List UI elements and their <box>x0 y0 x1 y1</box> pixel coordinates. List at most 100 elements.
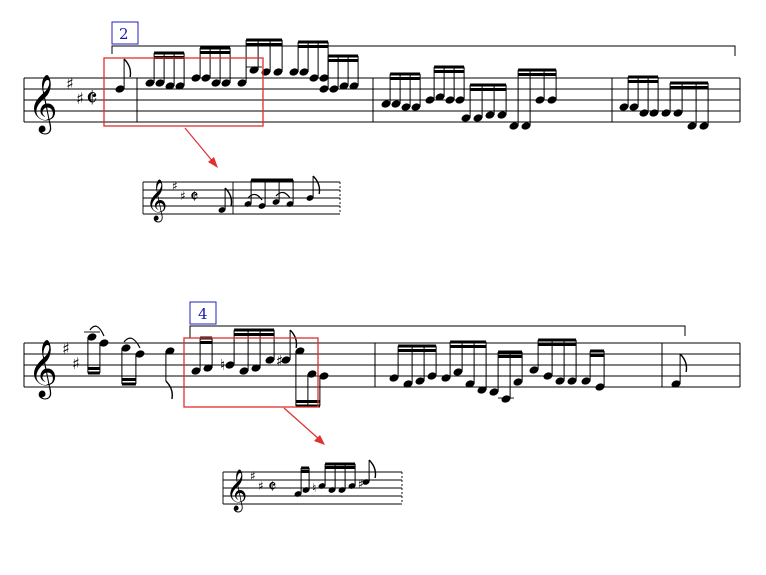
sharp-icon: ♯ <box>172 179 178 193</box>
note-head <box>403 380 413 388</box>
note-head <box>251 364 261 372</box>
note-head <box>145 79 155 87</box>
note-head <box>485 111 495 119</box>
note-head <box>121 344 131 352</box>
arrow-head-icon <box>208 157 218 168</box>
note-head <box>543 372 553 380</box>
excerpt-label: 2 <box>119 25 129 43</box>
inset-staff-1: 𝄞 ♯ ♯ 𝄵 <box>142 175 341 222</box>
highlight-arrow <box>184 127 215 164</box>
note-head <box>302 487 310 493</box>
note-flag <box>123 58 132 78</box>
phrase-bracket <box>111 45 736 56</box>
sharp-icon: ♯ <box>358 477 364 491</box>
note-head <box>135 350 145 358</box>
note-head <box>348 483 356 489</box>
note-head <box>319 372 329 380</box>
sharp-icon: ♯ <box>276 352 283 370</box>
barlines <box>23 78 741 122</box>
note-head <box>401 103 411 111</box>
note-head <box>175 82 185 90</box>
note-head <box>389 374 399 382</box>
note-head <box>319 85 329 93</box>
note-flag <box>679 353 688 373</box>
notes-system-2: ♮♯ <box>84 325 688 408</box>
note-head <box>191 367 201 375</box>
note-head <box>509 122 519 130</box>
excerpt-label: 4 <box>198 305 208 323</box>
sharp-icon: ♯ <box>258 479 264 493</box>
note-head <box>306 195 314 201</box>
highlight-box <box>183 337 319 408</box>
note-head <box>455 96 465 104</box>
note-head <box>328 487 336 493</box>
slur <box>123 337 141 349</box>
note-head <box>249 66 259 74</box>
inset-staff-lines <box>222 471 403 505</box>
note-head <box>319 74 329 82</box>
note-head <box>671 380 681 388</box>
note-head <box>649 109 659 117</box>
note-head <box>272 199 280 205</box>
note-head <box>349 82 359 90</box>
treble-clef-icon: 𝄞 <box>28 74 58 135</box>
note-flag <box>165 380 173 400</box>
note-head <box>299 68 309 76</box>
staff-lines <box>24 342 740 388</box>
staff-system-1: 𝄞 ♯ ♯ 𝄵 2 <box>23 21 741 168</box>
notes-inset-2: ♮♯ <box>294 459 377 497</box>
note-head <box>191 74 201 82</box>
note-head <box>225 361 235 369</box>
label-box-2 <box>111 21 139 45</box>
note-head <box>289 68 299 76</box>
note-head <box>258 203 266 209</box>
note-head <box>415 377 425 385</box>
note-head <box>461 114 471 122</box>
label-box-4 <box>189 301 217 325</box>
note-head <box>244 201 252 207</box>
note-head <box>535 96 545 104</box>
note-head <box>362 479 370 485</box>
treble-clef-icon: 𝄞 <box>28 339 58 400</box>
note-head <box>629 103 639 111</box>
note-flag <box>289 329 298 349</box>
note-head <box>465 380 475 388</box>
slur <box>275 191 291 199</box>
cut-time-icon: 𝄵 <box>190 186 199 208</box>
note-flag <box>224 187 233 207</box>
note-flag <box>368 459 377 479</box>
note-head <box>294 491 302 497</box>
note-head <box>165 347 175 355</box>
phrase-bracket <box>189 325 686 338</box>
note-head <box>661 109 671 117</box>
note-head <box>381 100 391 108</box>
note-head <box>673 109 683 117</box>
sharp-icon: ♯ <box>72 354 80 373</box>
treble-clef-icon: 𝄞 <box>226 469 247 512</box>
note-head <box>581 377 591 385</box>
note-head <box>427 372 437 380</box>
sharp-icon: ♯ <box>250 469 256 483</box>
cut-time-icon: 𝄵 <box>268 476 277 498</box>
note-head <box>281 356 291 364</box>
note-head <box>595 383 605 391</box>
note-head <box>473 114 483 122</box>
slur <box>247 193 263 201</box>
note-head <box>87 333 97 341</box>
note-head <box>201 74 211 82</box>
natural-icon: ♮ <box>312 481 316 495</box>
note-head <box>489 388 499 396</box>
note-head <box>501 395 511 403</box>
slur <box>89 325 105 337</box>
barlines <box>23 343 741 387</box>
note-head <box>555 377 565 385</box>
note-head <box>453 368 463 376</box>
note-head <box>239 367 249 375</box>
note-head <box>497 111 507 119</box>
note-head <box>273 68 283 76</box>
note-head <box>567 377 577 385</box>
sharp-icon: ♯ <box>76 89 84 108</box>
note-head <box>286 201 294 207</box>
note-head <box>218 207 226 213</box>
